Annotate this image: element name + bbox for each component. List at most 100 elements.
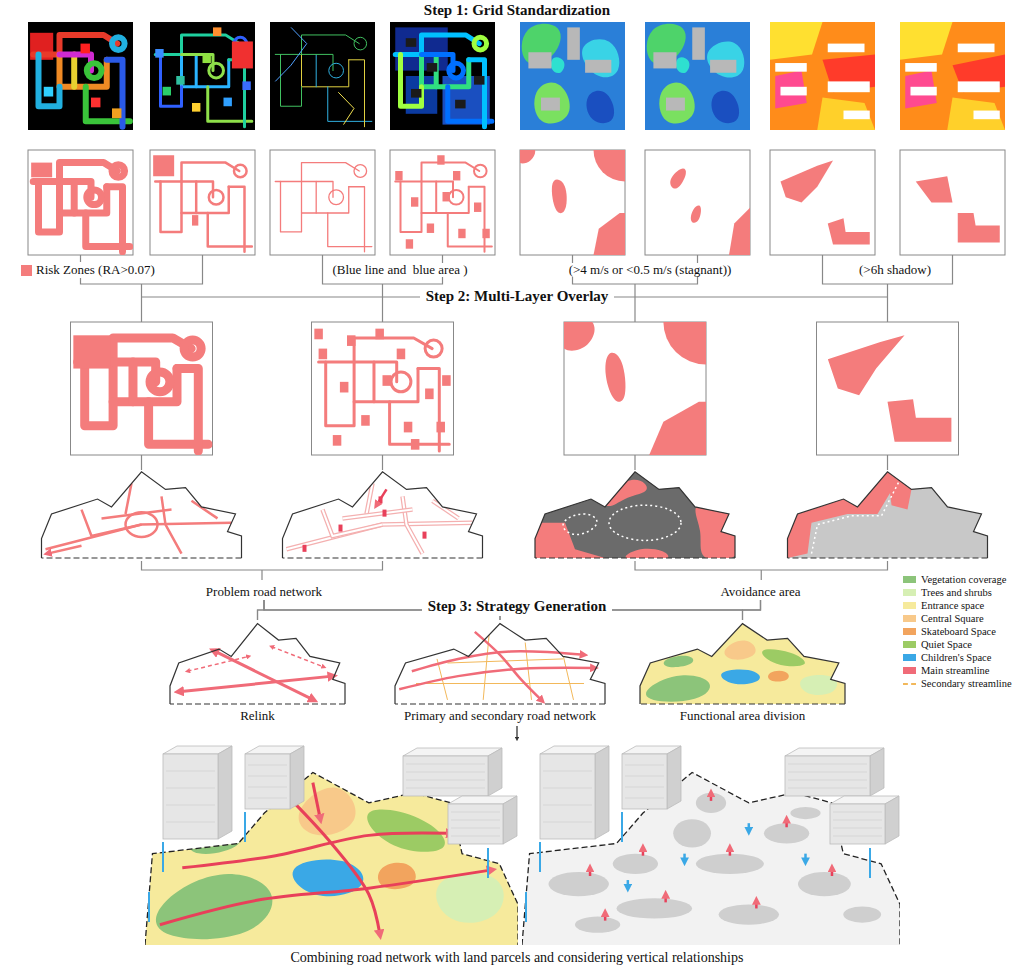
building-block xyxy=(905,63,937,72)
road-ring xyxy=(449,63,464,78)
step-heading: Step 2: Multi-Layer Overlay xyxy=(420,288,615,305)
building-floor xyxy=(543,822,592,823)
figure-caption: Combining road network with land parcels… xyxy=(291,950,744,966)
avoid-zone xyxy=(888,472,912,510)
risk-zone xyxy=(552,179,567,213)
risk-zone xyxy=(916,176,953,202)
road-path xyxy=(60,182,107,214)
panel-label: Avoidance area xyxy=(717,584,803,600)
risk-zone xyxy=(347,335,356,346)
bracket-line xyxy=(141,455,142,470)
risk-zone xyxy=(520,150,535,163)
raise-arrow xyxy=(589,868,592,876)
avoid-zone xyxy=(626,549,669,562)
heatmap-image xyxy=(270,22,375,130)
building-front xyxy=(622,754,667,809)
height-marker xyxy=(487,848,489,878)
risk-zone xyxy=(383,375,392,386)
height-marker xyxy=(244,812,246,842)
road-core xyxy=(343,510,413,519)
road-ring xyxy=(150,372,170,392)
road-ring xyxy=(329,190,344,205)
site-outline-dashed xyxy=(42,557,242,558)
lower-arrow xyxy=(683,854,686,862)
zone-blob xyxy=(762,649,805,666)
legend-text: Children's Space xyxy=(921,652,991,663)
problem-marker xyxy=(423,532,427,539)
panel-label: Primary and secondary road network xyxy=(401,708,599,724)
site-outline-dashed xyxy=(395,703,605,704)
road-ring xyxy=(87,190,102,205)
mask-frame xyxy=(900,150,1005,255)
road-path xyxy=(302,54,334,70)
building-floor xyxy=(248,765,287,766)
building-front xyxy=(245,754,290,809)
legend-swatch xyxy=(903,602,916,609)
risk-zone xyxy=(153,155,174,176)
strategy-panel: Primary and secondary road network xyxy=(390,620,610,724)
road-path xyxy=(275,35,359,54)
main-streamline xyxy=(475,632,542,701)
risk-zone xyxy=(427,224,434,233)
zone-blob xyxy=(724,640,755,659)
main-streamline xyxy=(160,870,492,925)
bracket-line xyxy=(761,570,762,580)
legend-text: Vegetation coverage xyxy=(921,574,1006,585)
zone-blob xyxy=(156,874,272,939)
zone-blob xyxy=(721,669,760,684)
risk-zone xyxy=(406,239,413,248)
risk-zone xyxy=(31,163,52,178)
building-side xyxy=(667,746,681,809)
building-front xyxy=(540,754,595,839)
building-front xyxy=(830,804,885,844)
axonometric-view xyxy=(145,746,518,945)
terrain-patch xyxy=(613,854,658,874)
panel-label: Functional area division xyxy=(677,708,809,724)
site-outline-dashed xyxy=(640,703,845,704)
building-floor xyxy=(625,798,664,799)
site-outline-dashed xyxy=(170,703,345,704)
heatmap-image xyxy=(28,22,133,130)
risk-zone xyxy=(314,329,323,340)
map-cell xyxy=(192,103,200,112)
risk-zone xyxy=(482,229,489,238)
risk-zone xyxy=(340,382,349,393)
terrain-patch xyxy=(843,906,881,922)
road-network xyxy=(416,630,584,700)
legend-swatch xyxy=(903,628,916,635)
site-outline xyxy=(535,472,735,558)
problem-arrow xyxy=(377,489,387,505)
building-floor xyxy=(543,805,592,806)
risk-zone xyxy=(192,215,198,226)
legend-item: Entrance space xyxy=(903,600,984,611)
bracket-line xyxy=(634,455,635,470)
building-block xyxy=(666,98,685,111)
road-path xyxy=(113,362,177,402)
risk-zone xyxy=(670,169,686,189)
avoid-zone xyxy=(788,472,898,558)
site-fill xyxy=(42,472,242,558)
bracket-line xyxy=(141,284,142,322)
legend-text: Quiet Space xyxy=(921,639,972,650)
road-ring xyxy=(391,372,411,392)
heatmap-image xyxy=(150,22,255,130)
layer-criterion: (>6h shadow) xyxy=(856,263,934,278)
road-ring xyxy=(449,190,464,205)
building-side xyxy=(488,748,502,796)
building-floor xyxy=(166,805,215,806)
risk-zone xyxy=(319,349,328,360)
building-floor xyxy=(406,788,485,789)
main-streamline xyxy=(182,833,451,868)
building-block xyxy=(911,87,937,96)
building-floor xyxy=(248,776,287,777)
road-edge xyxy=(403,496,423,553)
risk-mask xyxy=(395,155,492,252)
risk-zone xyxy=(663,322,706,365)
road-path xyxy=(349,187,365,252)
legend-item: Main streamline xyxy=(903,665,990,676)
road-path xyxy=(328,213,372,247)
risk-zone xyxy=(397,349,406,360)
building-floor xyxy=(248,798,287,799)
road-path xyxy=(435,182,437,214)
building-floor xyxy=(248,787,287,788)
